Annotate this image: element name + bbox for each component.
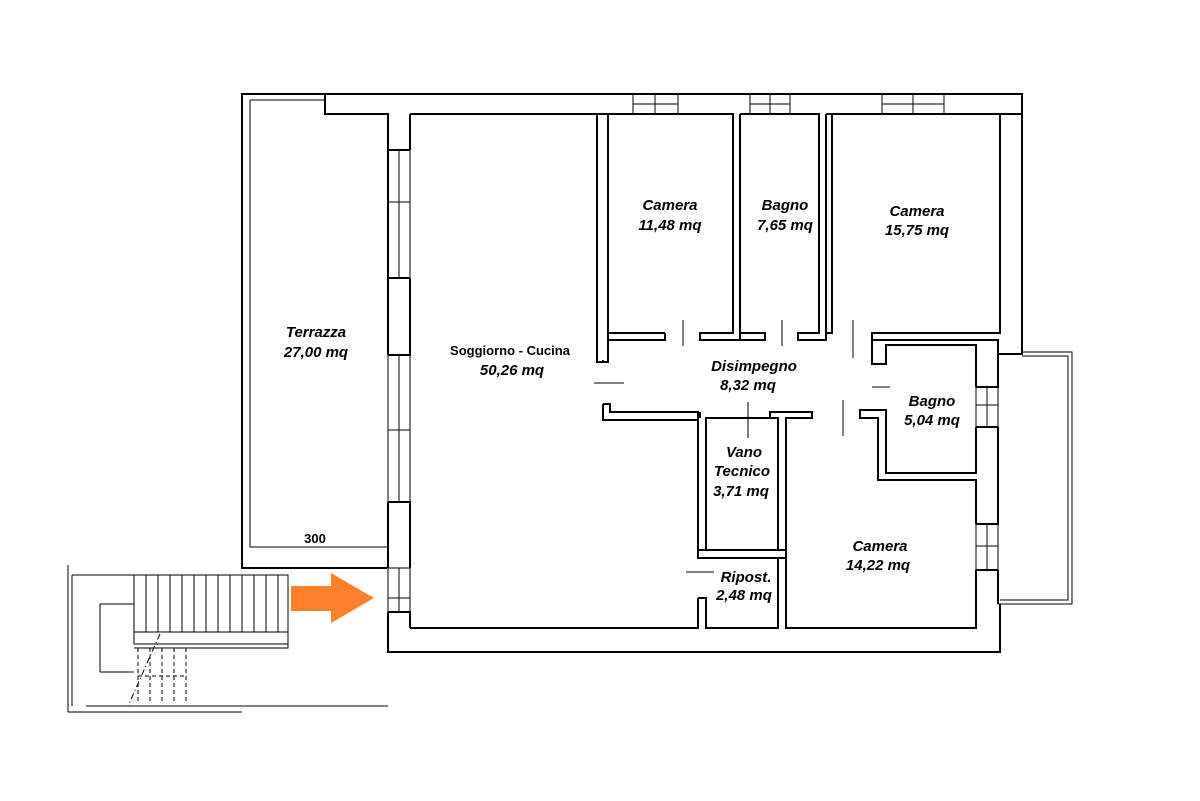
- camera1-area: 11,48 mq: [638, 217, 701, 234]
- camera3-area: 14,22 mq: [846, 557, 910, 574]
- right-balcony: [998, 351, 1073, 605]
- camera2-name: Camera: [889, 203, 944, 220]
- disimpegno-name: Disimpegno: [711, 358, 797, 375]
- living-windows: [387, 149, 411, 613]
- bagno1-area: 7,65 mq: [757, 217, 813, 234]
- ripost-name: Ripost.: [721, 569, 772, 586]
- room-labels: Terrazza 27,00 mq Soggiorno - Cucina 50,…: [283, 197, 960, 604]
- ripost-area: 2,48 mq: [715, 587, 772, 604]
- stair-treads: [133, 575, 279, 632]
- staircase: [67, 565, 388, 713]
- vano-name-2: Tecnico: [714, 463, 770, 480]
- bagno2-name: Bagno: [909, 393, 956, 410]
- bagno1-name: Bagno: [762, 197, 809, 214]
- soggiorno-area: 50,26 mq: [480, 362, 544, 379]
- camera3-name: Camera: [852, 538, 907, 555]
- entrance-arrow: [291, 573, 374, 623]
- vano-area: 3,71 mq: [713, 483, 769, 500]
- exterior-walls: [324, 93, 1023, 653]
- terrazza-area: 27,00 mq: [283, 344, 348, 361]
- camera2-area: 15,75 mq: [885, 222, 949, 239]
- vano-name-1: Vano: [726, 444, 762, 461]
- terrace-outline: [241, 93, 388, 569]
- top-windows: [632, 93, 945, 115]
- terrazza-name: Terrazza: [286, 324, 346, 341]
- right-windows: [975, 386, 999, 571]
- stair-lower-dashed: [127, 633, 187, 707]
- disimpegno-area: 8,32 mq: [720, 377, 776, 394]
- bagno2-area: 5,04 mq: [904, 412, 960, 429]
- door-marks: [594, 320, 890, 573]
- camera1-name: Camera: [642, 197, 697, 214]
- soggiorno-name: Soggiorno - Cucina: [450, 343, 571, 358]
- dimension-label: 300: [304, 531, 326, 546]
